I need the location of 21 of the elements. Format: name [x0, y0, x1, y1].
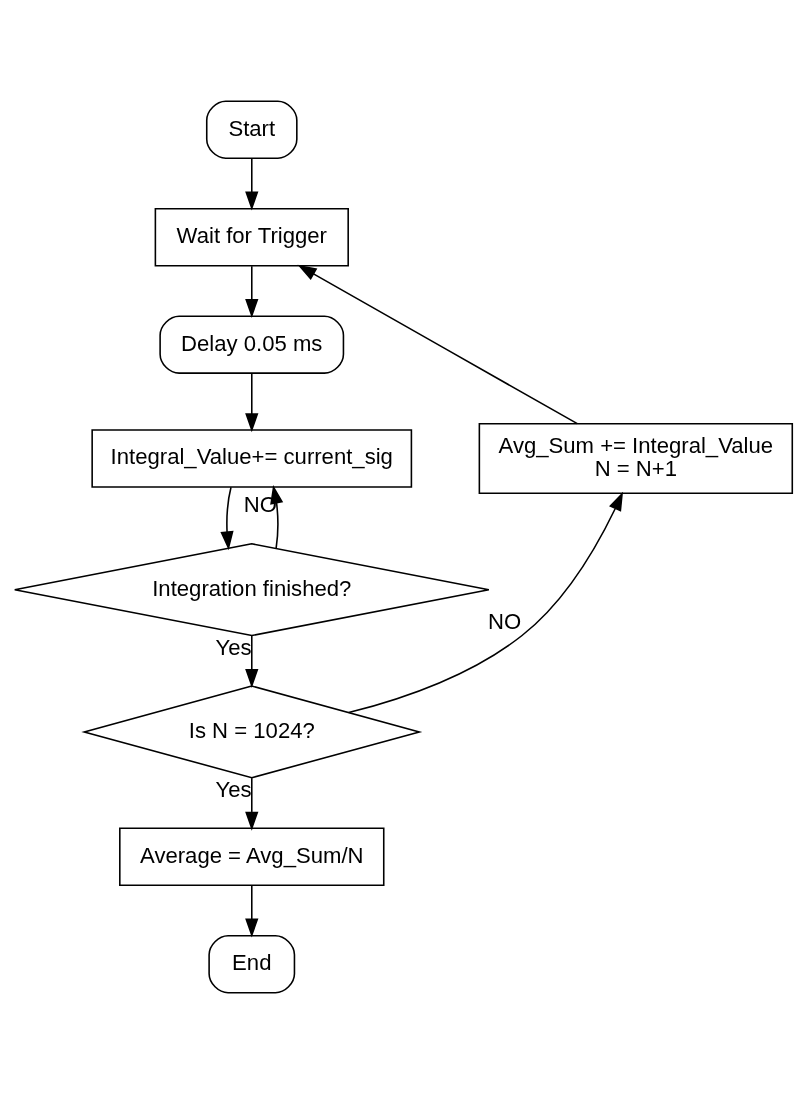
- edge-label: NO: [488, 608, 522, 634]
- arrow: [245, 372, 259, 432]
- arrow: [245, 157, 259, 210]
- node-diamond: Integration finished?: [13, 542, 490, 636]
- node-box: Delay 0.05 ms: [159, 314, 345, 374]
- node-diamond: Is N = 1024?: [81, 684, 423, 779]
- arrow: [347, 491, 624, 713]
- arrow: [245, 264, 259, 318]
- arrow: [245, 776, 259, 831]
- edge-label: Yes: [215, 776, 252, 802]
- node-box: Avg_Sum += Integral_Value N = N+1: [478, 422, 794, 494]
- node-box: End: [208, 934, 296, 993]
- node-box: Wait for Trigger: [154, 207, 349, 266]
- node-box: Average = Avg_Sum/N: [119, 827, 385, 886]
- arrow: [245, 634, 259, 688]
- node-box: Integral_Value+= current_sig: [91, 428, 413, 488]
- node-box: Start: [205, 100, 298, 159]
- arrow: [220, 485, 234, 550]
- arrow: [245, 884, 259, 937]
- edge-label: Yes: [215, 634, 252, 659]
- arrow: [297, 264, 579, 424]
